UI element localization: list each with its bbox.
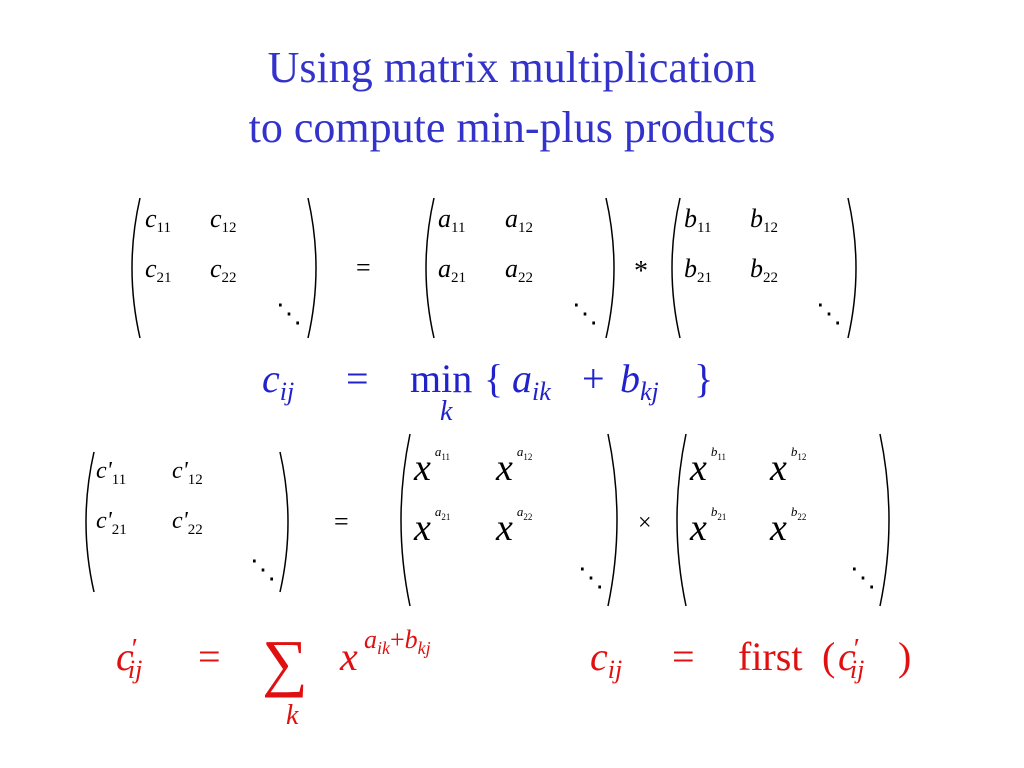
sum-formula: c′ij = ∑ k x aik+bkj	[116, 625, 431, 731]
equals-sign-1: =	[356, 253, 371, 282]
multiply-times: ×	[638, 510, 652, 536]
matrix-x-pow-a-dots: ⋱	[578, 563, 604, 592]
min-operator: min	[410, 356, 472, 401]
matrix-a-right-paren	[605, 197, 615, 339]
summation-sign: ∑	[262, 627, 308, 698]
matrix-x-pow-a-right-paren	[607, 433, 618, 607]
matrix-a-entry-11: a11	[438, 204, 465, 236]
matrix-c-prime-entry-22: c'22	[172, 508, 203, 538]
matrix-b-left-paren	[671, 197, 681, 339]
min-plus-formula: cij = min k { aik + bkj }	[262, 356, 713, 427]
sum-formula-lhs: c′ij	[116, 634, 142, 684]
matrix-b-right-paren	[847, 197, 857, 339]
min-formula-lbrace: {	[484, 356, 503, 401]
matrix-c-prime-entry-11: c'11	[96, 458, 126, 488]
matrix-c-dots: ⋱	[276, 299, 302, 328]
min-formula-equals: =	[346, 356, 369, 401]
matrix-b: b11 b12 b21 b22 ⋱	[671, 197, 857, 339]
matrix-x-pow-b-dots: ⋱	[850, 563, 876, 592]
min-formula-rbrace: }	[694, 356, 713, 401]
matrix-c-prime-left-paren	[85, 451, 95, 593]
first-formula-rparen: )	[898, 634, 911, 679]
matrix-b-entry-21: b21	[684, 254, 712, 286]
first-formula-lhs: cij	[590, 634, 622, 684]
first-formula-arg: c′ij	[838, 634, 864, 684]
min-formula-b-term: bkj	[620, 356, 659, 406]
first-formula-equals: =	[672, 634, 695, 679]
sum-formula-exponent: aik+bkj	[364, 625, 431, 658]
first-formula: cij = first ( c′ij )	[590, 634, 911, 684]
sum-subscript-k: k	[286, 700, 299, 731]
matrix-a-dots: ⋱	[572, 299, 598, 328]
matrix-c-left-paren	[131, 197, 141, 339]
matrix-b-dots: ⋱	[816, 299, 842, 328]
sum-formula-x: x	[339, 634, 358, 679]
matrix-x-pow-b-right-paren	[879, 433, 890, 607]
matrix-x-pow-b-left-paren	[676, 433, 687, 607]
min-formula-lhs: cij	[262, 356, 294, 406]
min-formula-a-term: aik	[512, 356, 551, 406]
slide-title-line-2: to compute min-plus products	[248, 103, 776, 152]
multiply-star: *	[634, 256, 648, 287]
matrix-c-prime-right-paren	[279, 451, 289, 593]
matrix-a-entry-12: a12	[505, 204, 533, 236]
matrix-a-left-paren	[425, 197, 435, 339]
first-formula-lparen: (	[822, 634, 835, 679]
matrix-c: c11 c12 c21 c22 ⋱	[131, 197, 317, 339]
matrix-c-prime-entry-12: c'12	[172, 458, 203, 488]
matrix-x-pow-a-left-paren	[400, 433, 411, 607]
matrix-c-entry-12: c12	[210, 204, 237, 236]
matrix-b-entry-11: b11	[684, 204, 711, 236]
matrix-c-entry-22: c22	[210, 254, 237, 286]
sum-formula-equals: =	[198, 634, 221, 679]
matrix-b-entry-12: b12	[750, 204, 778, 236]
matrix-c-entry-11: c11	[145, 204, 171, 236]
matrix-c-right-paren	[307, 197, 317, 339]
matrix-c-prime-dots: ⋱	[250, 555, 276, 584]
matrix-a: a11 a12 a21 a22 ⋱	[425, 197, 615, 339]
matrix-c-entry-21: c21	[145, 254, 172, 286]
matrix-c-prime-entry-21: c'21	[96, 508, 127, 538]
matrix-a-entry-21: a21	[438, 254, 466, 286]
matrix-c-prime: c'11 c'12 c'21 c'22 ⋱	[85, 451, 289, 593]
matrix-a-entry-22: a22	[505, 254, 533, 286]
equals-sign-2: =	[334, 507, 349, 536]
first-function: first	[738, 634, 802, 679]
matrix-b-entry-22: b22	[750, 254, 778, 286]
min-subscript-k: k	[440, 396, 453, 427]
slide-title-line-1: Using matrix multiplication	[267, 43, 757, 92]
min-formula-plus: +	[582, 356, 605, 401]
